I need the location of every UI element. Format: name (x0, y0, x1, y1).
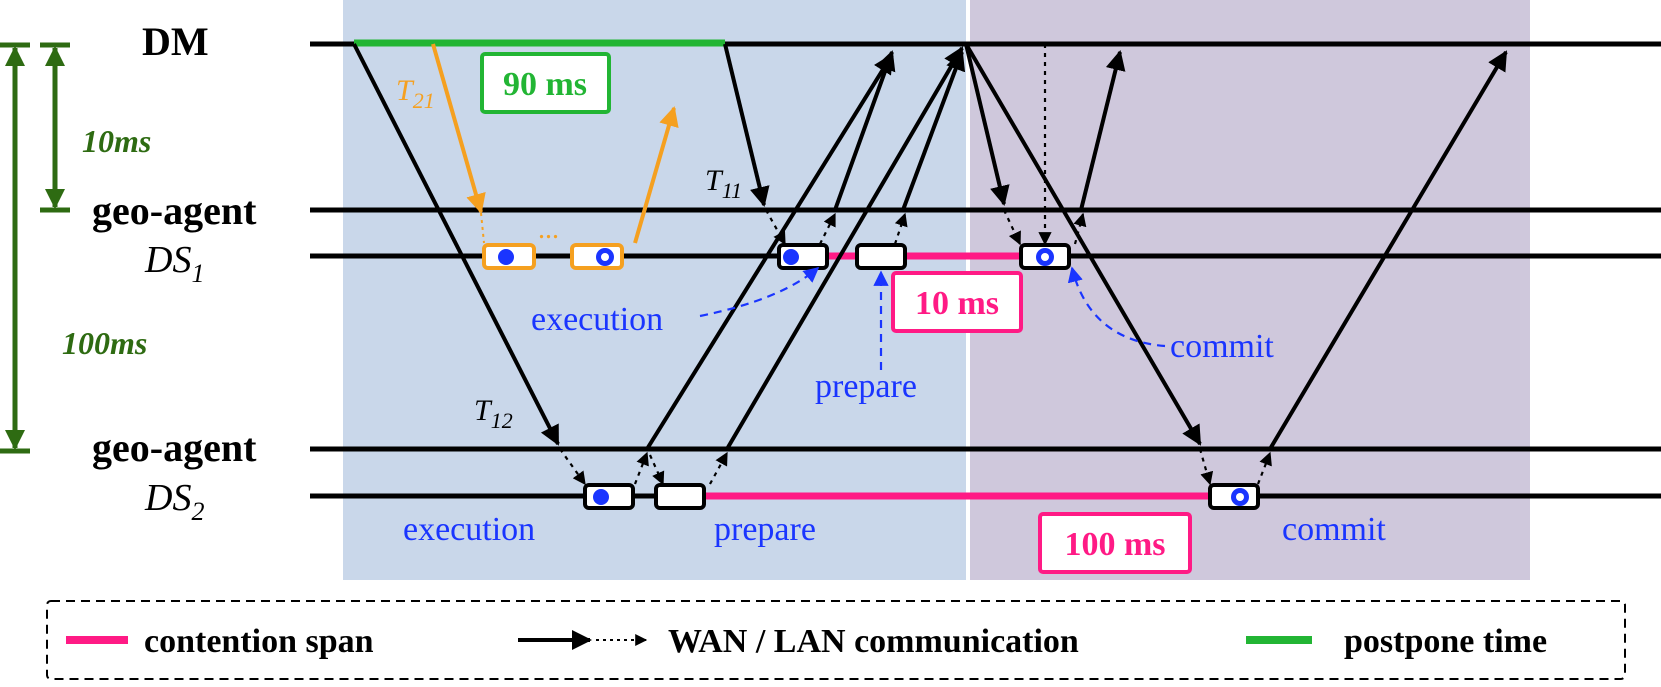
ds2-execution-annotation: execution (403, 511, 535, 548)
wan-arrows (352, 42, 1508, 451)
legend-postpone-label: postpone time (1344, 623, 1547, 660)
t21-label: T21 (396, 74, 435, 113)
time-scale (0, 42, 70, 454)
scale-100ms-label: 100ms (62, 325, 147, 361)
legend-contention-label: contention span (144, 623, 374, 660)
t21-transaction-arrows (431, 43, 679, 244)
t12-label: T12 (474, 394, 513, 433)
ds1-execution-annotation: execution (531, 301, 663, 338)
ds2-operations (583, 483, 1260, 510)
lane-label-ds2: DS2 (144, 477, 204, 526)
t12-execution-box (583, 483, 635, 510)
t11-prepare-box (855, 243, 907, 270)
postpone-duration-label: 90 ms (503, 66, 587, 103)
t21-ellipsis: ... (538, 214, 559, 245)
lane-label-geo-agent-1: geo-agent (92, 188, 257, 233)
ds1-contention-label: 10 ms (915, 285, 999, 322)
lane-label-geo-agent-2: geo-agent (92, 425, 257, 470)
postpone-duration-box: 90 ms (480, 52, 611, 114)
t11-label: T11 (705, 164, 742, 203)
ds2-commit-annotation: commit (1282, 511, 1386, 548)
ds2-prepare-annotation: prepare (714, 511, 816, 548)
ds1-prepare-annotation: prepare (815, 368, 917, 405)
ds2-contention-box: 100 ms (1038, 512, 1192, 574)
annotation-pointers (699, 266, 1166, 370)
ds1-commit-annotation: commit (1170, 328, 1274, 365)
lan-arrows (559, 44, 1272, 486)
lane-label-dm: DM (142, 19, 209, 64)
legend-frame (46, 600, 1626, 680)
ds2-contention-label: 100 ms (1064, 526, 1165, 563)
t12-prepare-box (654, 483, 706, 510)
lane-label-ds1: DS1 (144, 239, 204, 288)
execution-dot (783, 249, 799, 265)
execution-dot (593, 489, 609, 505)
legend: contention span WAN / LAN communication … (46, 600, 1626, 680)
execution-dot (498, 249, 514, 265)
scale-10ms-label: 10ms (82, 123, 151, 159)
ds1-operations (482, 243, 1071, 270)
ds1-contention-box: 10 ms (891, 271, 1023, 333)
legend-communication-label: WAN / LAN communication (668, 623, 1079, 660)
